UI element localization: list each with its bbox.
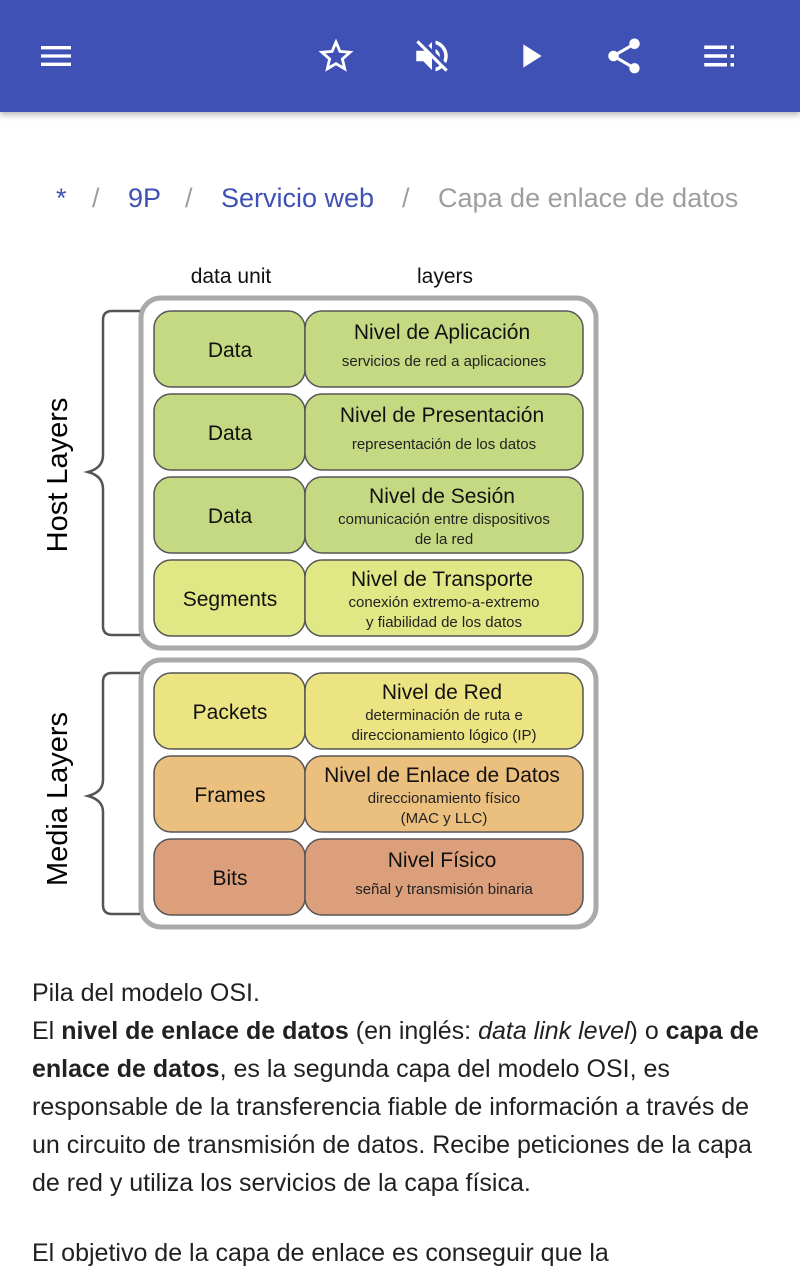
breadcrumb: * / 9P / Servicio web / Capa de enlace d…: [0, 178, 800, 222]
share-button[interactable]: [592, 24, 656, 88]
layer-name: Nivel de Transporte: [351, 568, 533, 591]
layer-description: señal y transmisión binaria: [355, 881, 533, 898]
layer-description: servicios de red a aplicaciones: [342, 353, 546, 370]
article-body: Pila del modelo OSI. El nivel de enlace …: [32, 974, 768, 1272]
text-run: El: [32, 1017, 62, 1045]
data-unit-label: Data: [208, 339, 253, 362]
bold-term: capa de enlace de datos: [32, 1017, 759, 1083]
layer-name: Nivel de Sesión: [369, 485, 515, 508]
layer-description: direccionamiento lógico (IP): [351, 727, 536, 744]
data-unit-label: Packets: [193, 701, 268, 724]
group-label-host: Host Layers: [42, 398, 74, 553]
layer-rows: Data Nivel de Aplicación servicios de red …: [153, 310, 584, 916]
breadcrumb-item-root[interactable]: *: [56, 183, 67, 213]
layer-box: [304, 476, 584, 554]
layer-box: [304, 672, 584, 750]
data-unit-label: Segments: [183, 588, 278, 611]
italic-term: data link level: [478, 1017, 630, 1045]
favorite-button[interactable]: [304, 24, 368, 88]
play-icon: [523, 44, 542, 68]
layer-box: [304, 559, 584, 637]
breadcrumb-current: Capa de enlace de datos: [438, 183, 739, 213]
menu-button[interactable]: [24, 24, 88, 88]
breadcrumb-separator: /: [402, 183, 410, 213]
play-button[interactable]: [498, 24, 562, 88]
layer-description: determinación de ruta e: [365, 707, 523, 724]
header-layers: layers: [417, 265, 473, 288]
osi-diagram: data unit layers Host Layers Media Layer…: [42, 265, 599, 930]
layer-description: representación de los datos: [352, 436, 536, 453]
layer-description: de la red: [415, 531, 473, 548]
group-label-media: Media Layers: [42, 712, 74, 886]
data-unit-label: Data: [208, 422, 253, 445]
layer-box: [304, 310, 584, 388]
media-layers-brace: [83, 671, 140, 916]
layer-description: comunicación entre dispositivos: [338, 511, 550, 528]
layer-name: Nivel de Enlace de Datos: [324, 764, 560, 787]
bold-term: nivel de enlace de datos: [61, 1017, 349, 1045]
text-run: , es la segunda capa del modelo OSI, es …: [32, 1055, 752, 1197]
layer-description: conexión extremo-a-extremo: [349, 594, 540, 611]
layer-description: direccionamiento físico: [368, 790, 521, 807]
star-outline-icon: [318, 38, 354, 72]
article-paragraph-2: El objetivo de la capa de enlace es cons…: [32, 1239, 609, 1267]
mute-button[interactable]: [400, 24, 464, 88]
data-unit-label: Frames: [194, 784, 265, 807]
layer-name: Nivel de Presentación: [340, 404, 544, 427]
share-icon: [608, 38, 640, 74]
app-bar: [0, 0, 800, 112]
header-data-unit: data unit: [191, 265, 272, 288]
layer-box: [304, 755, 584, 833]
layer-name: Nivel de Aplicación: [354, 321, 530, 344]
layer-description: (MAC y LLC): [401, 810, 488, 827]
breadcrumb-separator: /: [92, 183, 100, 213]
playlist-icon: [704, 45, 734, 67]
figure-caption: Pila del modelo OSI.: [32, 979, 260, 1007]
breadcrumb-separator: /: [185, 183, 193, 213]
layer-description: y fiabilidad de los datos: [366, 614, 522, 631]
layer-box: [304, 393, 584, 471]
data-unit-label: Data: [208, 505, 253, 528]
layer-name: Nivel de Red: [382, 681, 502, 704]
layer-box: [304, 838, 584, 916]
volume-off-icon: [416, 40, 448, 72]
breadcrumb-item-9p[interactable]: 9P: [128, 183, 162, 213]
article-paragraph: El nivel de enlace de datos (en inglés: …: [32, 1012, 768, 1202]
text-run: ) o: [629, 1017, 666, 1045]
menu-icon: [41, 46, 71, 66]
osi-model-figure: data unit layers Host Layers Media Layer…: [0, 250, 800, 940]
text-run: (en inglés:: [348, 1017, 479, 1045]
breadcrumb-item-servicio-web[interactable]: Servicio web: [221, 183, 375, 213]
host-layers-brace: [83, 309, 140, 637]
layer-name: Nivel Físico: [388, 849, 497, 872]
playlist-button[interactable]: [688, 24, 752, 88]
data-unit-label: Bits: [212, 867, 247, 890]
